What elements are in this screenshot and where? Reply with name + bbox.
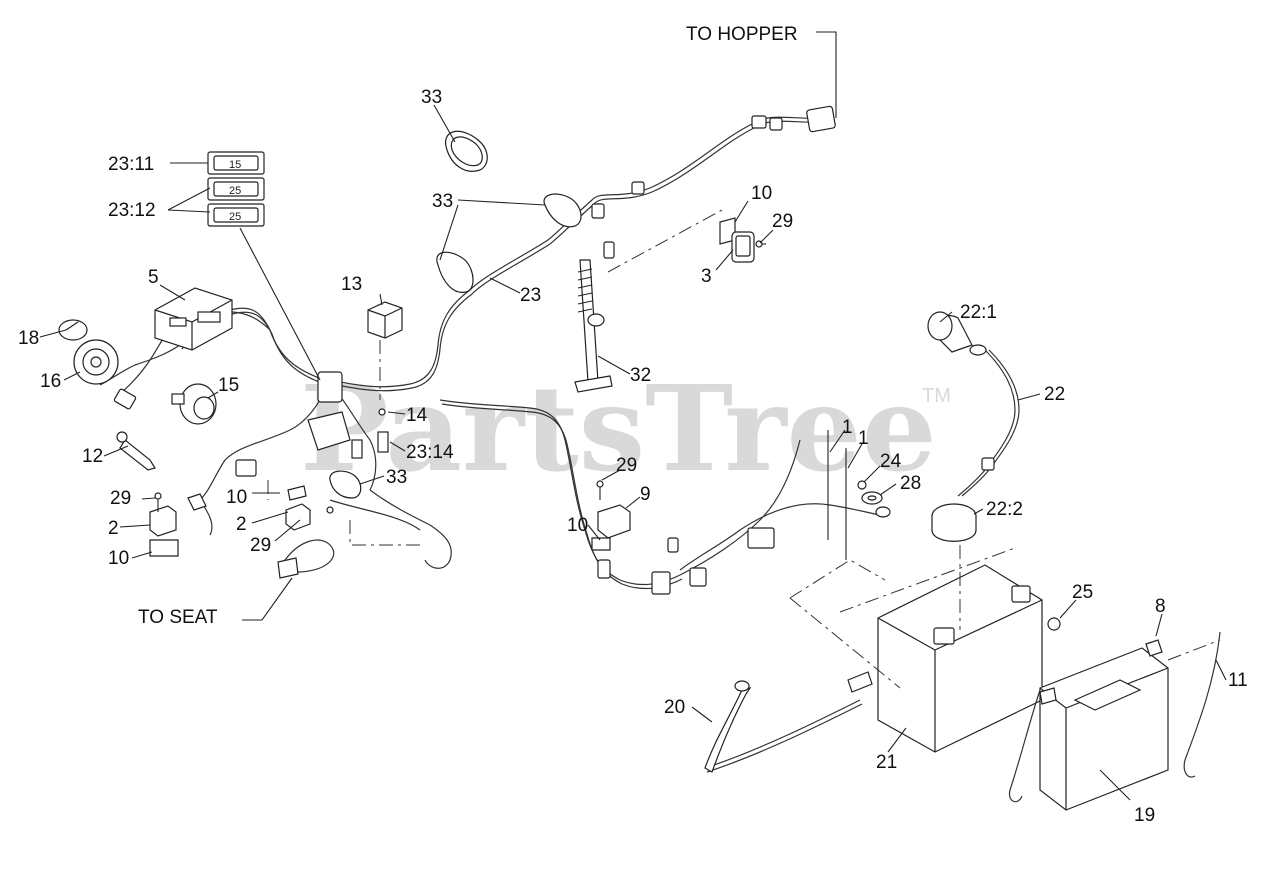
hold-down-19 <box>1008 617 1221 811</box>
callout-2-b: 2 <box>236 514 247 535</box>
callout-33-a: 33 <box>421 87 442 108</box>
hardware-small <box>827 430 891 560</box>
callout-10-d: 10 <box>108 548 129 569</box>
callout-20: 20 <box>664 697 685 718</box>
callout-8: 8 <box>1155 596 1166 617</box>
module-5 <box>154 287 233 351</box>
seat-switch-left <box>149 492 207 557</box>
callout-5: 5 <box>148 267 159 288</box>
leader-lines <box>39 31 1227 801</box>
callout-12: 12 <box>82 446 103 467</box>
callout-3: 3 <box>701 266 712 287</box>
fuse-15-value: 15 <box>229 159 241 171</box>
hopper-connector <box>591 105 836 259</box>
callout-21: 21 <box>876 752 897 773</box>
callout-10-c: 10 <box>226 487 247 508</box>
callout-14: 14 <box>406 405 428 426</box>
callout-1-b: 1 <box>858 428 869 449</box>
callout-23-14: 23:14 <box>406 442 454 463</box>
callout-23: 23 <box>520 285 541 306</box>
callout-10-a: 10 <box>751 183 772 204</box>
key-switch <box>58 319 137 410</box>
callout-13: 13 <box>341 274 362 295</box>
callout-23-12: 23:12 <box>108 200 156 221</box>
callout-28: 28 <box>900 473 921 494</box>
fuse-25a-value: 25 <box>229 185 241 197</box>
callout-29-c: 29 <box>110 488 131 509</box>
hour-meter <box>171 383 217 425</box>
watermark-text: PartsTree <box>300 359 937 498</box>
cable-ties <box>329 130 582 499</box>
label-to-hopper: TO HOPPER <box>686 24 798 45</box>
switch-9 <box>591 480 631 551</box>
callout-22-2: 22:2 <box>986 499 1023 520</box>
callout-29-b: 29 <box>616 455 637 476</box>
callout-29-a: 29 <box>772 211 793 232</box>
callout-22-1: 22:1 <box>960 302 997 323</box>
callout-10-b: 10 <box>567 515 588 536</box>
callout-16: 16 <box>40 371 61 392</box>
callout-18: 18 <box>18 328 39 349</box>
callout-25: 25 <box>1072 582 1093 603</box>
callout-11: 11 <box>1228 670 1248 691</box>
callout-24: 24 <box>880 451 902 472</box>
callout-29-d: 29 <box>250 535 271 556</box>
callout-32: 32 <box>630 365 651 386</box>
harness-connectors-center <box>307 371 389 459</box>
watermark-tm: TM <box>922 385 951 407</box>
rod-32 <box>574 259 613 393</box>
callout-19: 19 <box>1134 805 1155 826</box>
label-to-seat: TO SEAT <box>138 607 218 628</box>
battery-21 <box>704 564 1043 773</box>
switch-3 <box>719 217 766 263</box>
callout-22: 22 <box>1044 384 1065 405</box>
watermark: PartsTree TM <box>300 359 951 498</box>
harness-connectors-right <box>597 527 775 595</box>
callout-15: 15 <box>218 375 239 396</box>
callout-labels: TO HOPPER TO SEAT 33 23:11 23:12 33 10 2… <box>18 24 1248 826</box>
phantom-lines <box>267 209 1221 689</box>
battery-cable-22 <box>927 311 1020 542</box>
callout-33-c: 33 <box>386 467 407 488</box>
callout-2-a: 2 <box>108 518 119 539</box>
callout-23-11: 23:11 <box>108 154 154 175</box>
relay-13 <box>367 301 403 339</box>
seat-switch-center <box>235 459 334 579</box>
callout-33-b: 33 <box>432 191 453 212</box>
switch-12 <box>116 431 156 471</box>
fuse-25b-value: 25 <box>229 211 241 223</box>
fuse-block: 15 25 25 <box>207 151 265 227</box>
callout-9: 9 <box>640 484 651 505</box>
callout-1-a: 1 <box>842 417 853 438</box>
